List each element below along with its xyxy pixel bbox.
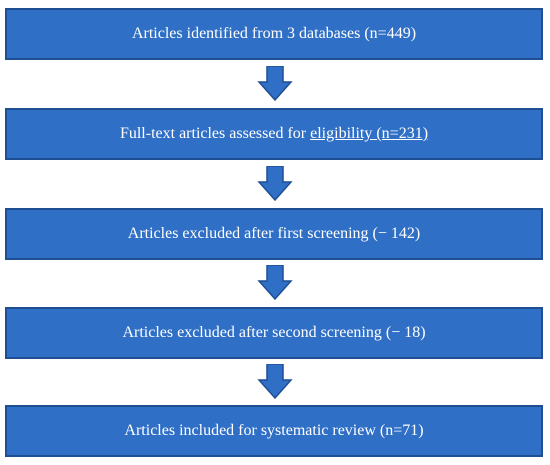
step-assessed-label: Full-text articles assessed for eligibil… — [120, 126, 428, 142]
step-assessed-text: Full-text articles assessed for — [119, 125, 311, 142]
step-first-screening-label: Articles excluded after first screening … — [127, 225, 421, 242]
step-identified-label: Articles identified from 3 databases (n=… — [131, 25, 417, 42]
down-arrow-icon — [257, 66, 293, 102]
step-included-label: Articles included for systematic review … — [124, 422, 424, 439]
step-first-screening-box: Articles excluded after first screening … — [5, 208, 543, 260]
down-arrow-icon — [257, 265, 293, 301]
down-arrow-icon — [257, 166, 293, 202]
step-included-box: Articles included for systematic review … — [5, 405, 543, 457]
step-second-screening-box: Articles excluded after second screening… — [5, 307, 543, 359]
step-identified-box: Articles identified from 3 databases (n=… — [5, 8, 543, 60]
down-arrow-icon — [257, 364, 293, 400]
step-second-screening-label: Articles excluded after second screening… — [122, 324, 426, 341]
step-assessed-box: Full-text articles assessed for eligibil… — [5, 108, 543, 160]
step-assessed-underlined-text: eligibility (n=231) — [310, 125, 429, 142]
